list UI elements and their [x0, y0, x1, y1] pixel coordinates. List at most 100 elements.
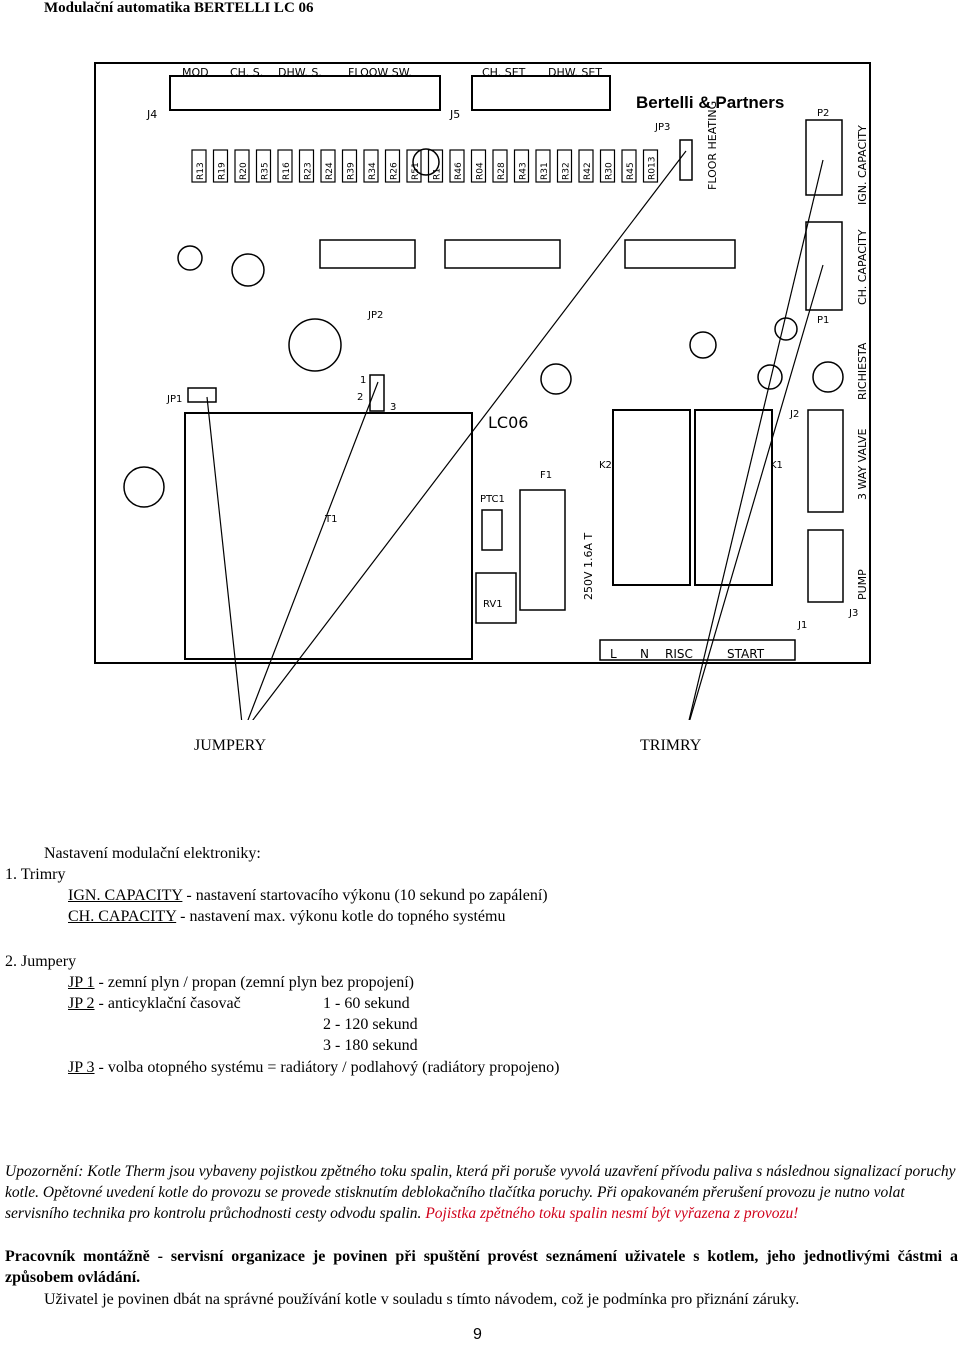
jp2-option-2: 2 - 120 sekund — [323, 1016, 418, 1033]
label-floow-sw: FLOOW SW. — [348, 66, 412, 79]
resistor — [363, 149, 379, 183]
jp3-desc: - volba otopného systému = radiátory / p… — [94, 1059, 560, 1076]
resistor — [621, 149, 637, 183]
ign-capacity-name: IGN. CAPACITY — [68, 887, 183, 904]
svg-text:2: 2 — [357, 392, 363, 403]
page-number: 9 — [473, 1326, 482, 1343]
svg-text:3: 3 — [390, 402, 396, 413]
resistor-label: R23 — [304, 162, 314, 180]
jp1-name: JP 1 — [68, 974, 95, 991]
svg-text:J2: J2 — [789, 409, 799, 420]
pcb-diagram: MOD CH. S. DHW. S. FLOOW SW. CH. SET DHW… — [94, 62, 871, 720]
label-dhw-set: DHW. SET — [548, 66, 602, 79]
resistor — [298, 149, 315, 183]
document-title: Modulační automatika BERTELLI LC 06 — [44, 0, 314, 16]
svg-text:PTC1: PTC1 — [480, 494, 505, 505]
svg-text:JP3: JP3 — [654, 122, 670, 133]
installer-note: Pracovník montážně - servisní organizace… — [5, 1248, 958, 1286]
resistor-label: R31 — [540, 162, 550, 180]
label-ch-s: CH. S. — [230, 66, 263, 79]
jp2-desc: - anticyklační časovač — [94, 995, 241, 1012]
label-ign-capacity: IGN. CAPACITY — [856, 125, 869, 205]
jp3-name: JP 3 — [68, 1059, 95, 1076]
jp2-name: JP 2 — [68, 995, 95, 1012]
svg-text:RV1: RV1 — [483, 599, 503, 610]
jp2-row: JP 2 - anticyklační časovač — [68, 993, 241, 1014]
terminal-start: START — [727, 647, 765, 661]
svg-text:T1: T1 — [324, 514, 337, 525]
label-ch-set: CH. SET — [482, 66, 526, 79]
resistor-label: R24 — [325, 162, 335, 180]
resistor — [470, 149, 487, 183]
ign-capacity-desc: - nastavení startovacího výkonu (10 seku… — [182, 887, 548, 904]
resistor-label: R13 — [196, 162, 206, 180]
resistor — [535, 149, 551, 183]
resistor-label: R19 — [218, 162, 228, 180]
brand-logo: Bertelli & Partners — [636, 93, 784, 112]
resistor-label: R04 — [476, 162, 486, 180]
svg-text:P1: P1 — [817, 315, 829, 326]
label-richiesta: RICHIESTA — [856, 342, 869, 400]
warning-red-text: Pojistka zpětného toku spalin nesmí být … — [425, 1205, 799, 1222]
trimmers-heading: 1. Trimry — [5, 866, 66, 883]
resistor — [556, 149, 573, 183]
warning-text: Upozornění: Kotle Therm jsou vybaveny po… — [5, 1163, 956, 1222]
resistor — [599, 149, 616, 183]
resistor-label: R28 — [497, 162, 507, 180]
label-fuse: 250V 1.6A T — [582, 532, 595, 600]
label-pump: PUMP — [856, 569, 869, 600]
resistor-label: R42 — [583, 162, 593, 180]
resistor-label: R30 — [605, 162, 615, 180]
trimmer-ch-row: CH. CAPACITY - nastavení max. výkonu kot… — [68, 906, 505, 927]
jp2-option-3: 3 - 180 sekund — [323, 1037, 418, 1054]
label-ch-capacity: CH. CAPACITY — [856, 229, 869, 305]
resistor — [255, 149, 272, 183]
resistor — [341, 149, 358, 183]
ch-capacity-desc: - nastavení max. výkonu kotle do topného… — [176, 908, 506, 925]
trimmer-ign-row: IGN. CAPACITY - nastavení startovacího v… — [68, 885, 548, 906]
label-j5: J5 — [449, 108, 460, 121]
resistor — [513, 149, 530, 183]
resistor — [578, 149, 594, 183]
jp1-desc: - zemní plyn / propan (zemní plyn bez pr… — [94, 974, 414, 991]
resistor-label: R20 — [239, 162, 249, 180]
resistor-label: R26 — [390, 162, 400, 180]
svg-text:JP2: JP2 — [367, 310, 383, 321]
settings-heading: Nastavení modulační elektroniky: — [44, 845, 261, 862]
resistor-label: R46 — [454, 162, 464, 180]
jp2-option-1: 1 - 60 sekund — [323, 995, 410, 1012]
jumpers-heading: 2. Jumpery — [5, 953, 77, 970]
terminal-risc: RISC — [665, 647, 693, 661]
svg-text:F1: F1 — [540, 470, 552, 481]
resistor — [234, 149, 250, 183]
resistor — [406, 149, 422, 183]
ch-capacity-name: CH. CAPACITY — [68, 908, 177, 925]
resistor — [384, 149, 401, 183]
resistor-label: R45 — [626, 162, 636, 180]
resistor — [427, 149, 444, 183]
svg-text:K1: K1 — [770, 460, 783, 471]
jp1-row: JP 1 - zemní plyn / propan (zemní plyn b… — [68, 972, 414, 993]
warning-paragraph: Upozornění: Kotle Therm jsou vybaveny po… — [5, 1161, 960, 1224]
resistor — [642, 149, 659, 183]
resistor-label: R34 — [368, 162, 378, 180]
label-dhw-s: DHW. S. — [278, 66, 322, 79]
resistor — [449, 149, 465, 183]
user-note: Uživatel je povinen dbát na správné použ… — [44, 1291, 800, 1308]
label-3-way-valve: 3 WAY VALVE — [856, 429, 869, 500]
resistor-label: R32 — [562, 162, 572, 180]
terminal-n: N — [640, 647, 649, 661]
resistor — [320, 149, 336, 183]
jp3-row: JP 3 - volba otopného systému = radiátor… — [68, 1057, 559, 1078]
resistor-label: R16 — [282, 162, 292, 180]
resistor — [492, 149, 508, 183]
board-model: LC06 — [488, 413, 528, 432]
svg-text:JP1: JP1 — [166, 394, 182, 405]
resistor — [277, 149, 293, 183]
svg-text:1: 1 — [360, 375, 366, 386]
callout-trimmers: TRIMRY — [640, 737, 702, 754]
label-mod: MOD — [182, 66, 209, 79]
svg-text:J1: J1 — [797, 620, 807, 631]
label-j4: J4 — [146, 108, 157, 121]
resistor — [212, 149, 229, 183]
